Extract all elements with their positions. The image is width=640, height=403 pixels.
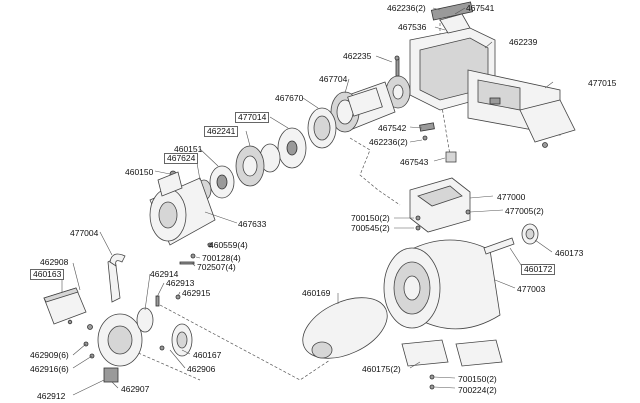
part-label-462239: 462239 bbox=[509, 37, 538, 47]
part-label-467670: 467670 bbox=[275, 93, 304, 103]
flow-switch bbox=[136, 294, 193, 357]
guide-line-tank bbox=[349, 137, 401, 206]
part-label-460559: 460559(4) bbox=[209, 240, 248, 250]
part-label-460175: 460175(2) bbox=[362, 364, 401, 374]
pressure-switch bbox=[409, 177, 471, 233]
part-label-467536: 467536 bbox=[398, 22, 427, 32]
part-label-477004: 477004 bbox=[70, 228, 99, 238]
part-label-467541: 467541 bbox=[466, 3, 495, 13]
part-label-700150-top: 700150(2) bbox=[351, 213, 390, 223]
part-label-460172: 460172 bbox=[521, 264, 556, 275]
part-label-477014: 477014 bbox=[235, 112, 270, 123]
part-label-467633: 467633 bbox=[238, 219, 267, 229]
part-label-467542: 467542 bbox=[378, 123, 407, 133]
pump-base bbox=[83, 313, 143, 383]
part-label-477015: 477015 bbox=[588, 78, 617, 88]
tank-valve bbox=[483, 223, 539, 255]
part-label-462235: 462235 bbox=[343, 51, 372, 61]
pump-housing bbox=[149, 171, 216, 246]
impeller-stack bbox=[169, 107, 337, 201]
seal-plug bbox=[445, 151, 457, 163]
guide-line-base bbox=[119, 344, 201, 381]
part-label-700128: 700128(4) bbox=[202, 253, 241, 263]
part-label-460150: 460150 bbox=[125, 167, 154, 177]
part-label-702507: 702507(4) bbox=[197, 262, 236, 272]
guide-line-membrane bbox=[159, 304, 331, 381]
part-label-460169: 460169 bbox=[302, 288, 331, 298]
part-label-460173: 460173 bbox=[555, 248, 584, 258]
part-label-462909: 462909(6) bbox=[30, 350, 69, 360]
part-label-467704: 467704 bbox=[319, 74, 348, 84]
part-label-462912: 462912 bbox=[37, 391, 66, 401]
filter-box bbox=[43, 287, 87, 325]
part-label-462915: 462915 bbox=[182, 288, 211, 298]
part-label-462916: 462916(6) bbox=[30, 364, 69, 374]
part-label-460151: 460151 bbox=[174, 144, 203, 154]
part-label-462906: 462906 bbox=[187, 364, 216, 374]
part-label-462914: 462914 bbox=[150, 269, 179, 279]
part-label-462908: 462908 bbox=[40, 257, 69, 267]
part-label-460163: 460163 bbox=[30, 269, 65, 280]
membrane bbox=[302, 297, 388, 359]
part-label-462913: 462913 bbox=[166, 278, 195, 288]
part-label-477000: 477000 bbox=[497, 192, 526, 202]
part-label-477003: 477003 bbox=[517, 284, 546, 294]
seal-plate bbox=[419, 122, 435, 132]
screw-b bbox=[422, 135, 428, 141]
pressure-tank bbox=[383, 239, 501, 330]
control-panel bbox=[467, 69, 576, 148]
fastener-b bbox=[190, 253, 196, 259]
part-label-467543: 467543 bbox=[400, 157, 429, 167]
part-label-462241: 462241 bbox=[204, 126, 239, 137]
rotor bbox=[385, 55, 411, 109]
part-label-700150-bottom: 700150(2) bbox=[458, 374, 497, 384]
part-label-460167: 460167 bbox=[193, 350, 222, 360]
motor bbox=[330, 81, 396, 133]
part-label-462907: 462907 bbox=[121, 384, 150, 394]
part-label-700545: 700545(2) bbox=[351, 223, 390, 233]
suction-pipe bbox=[107, 253, 126, 303]
leader-lines bbox=[61, 7, 554, 396]
part-label-700224: 700224(2) bbox=[458, 385, 497, 395]
fastener-c bbox=[179, 261, 195, 265]
part-label-477005: 477005(2) bbox=[505, 206, 544, 216]
part-label-462236-top: 462236(2) bbox=[387, 3, 426, 13]
part-label-462236-mid: 462236(2) bbox=[369, 137, 408, 147]
part-label-467624: 467624 bbox=[164, 153, 199, 164]
